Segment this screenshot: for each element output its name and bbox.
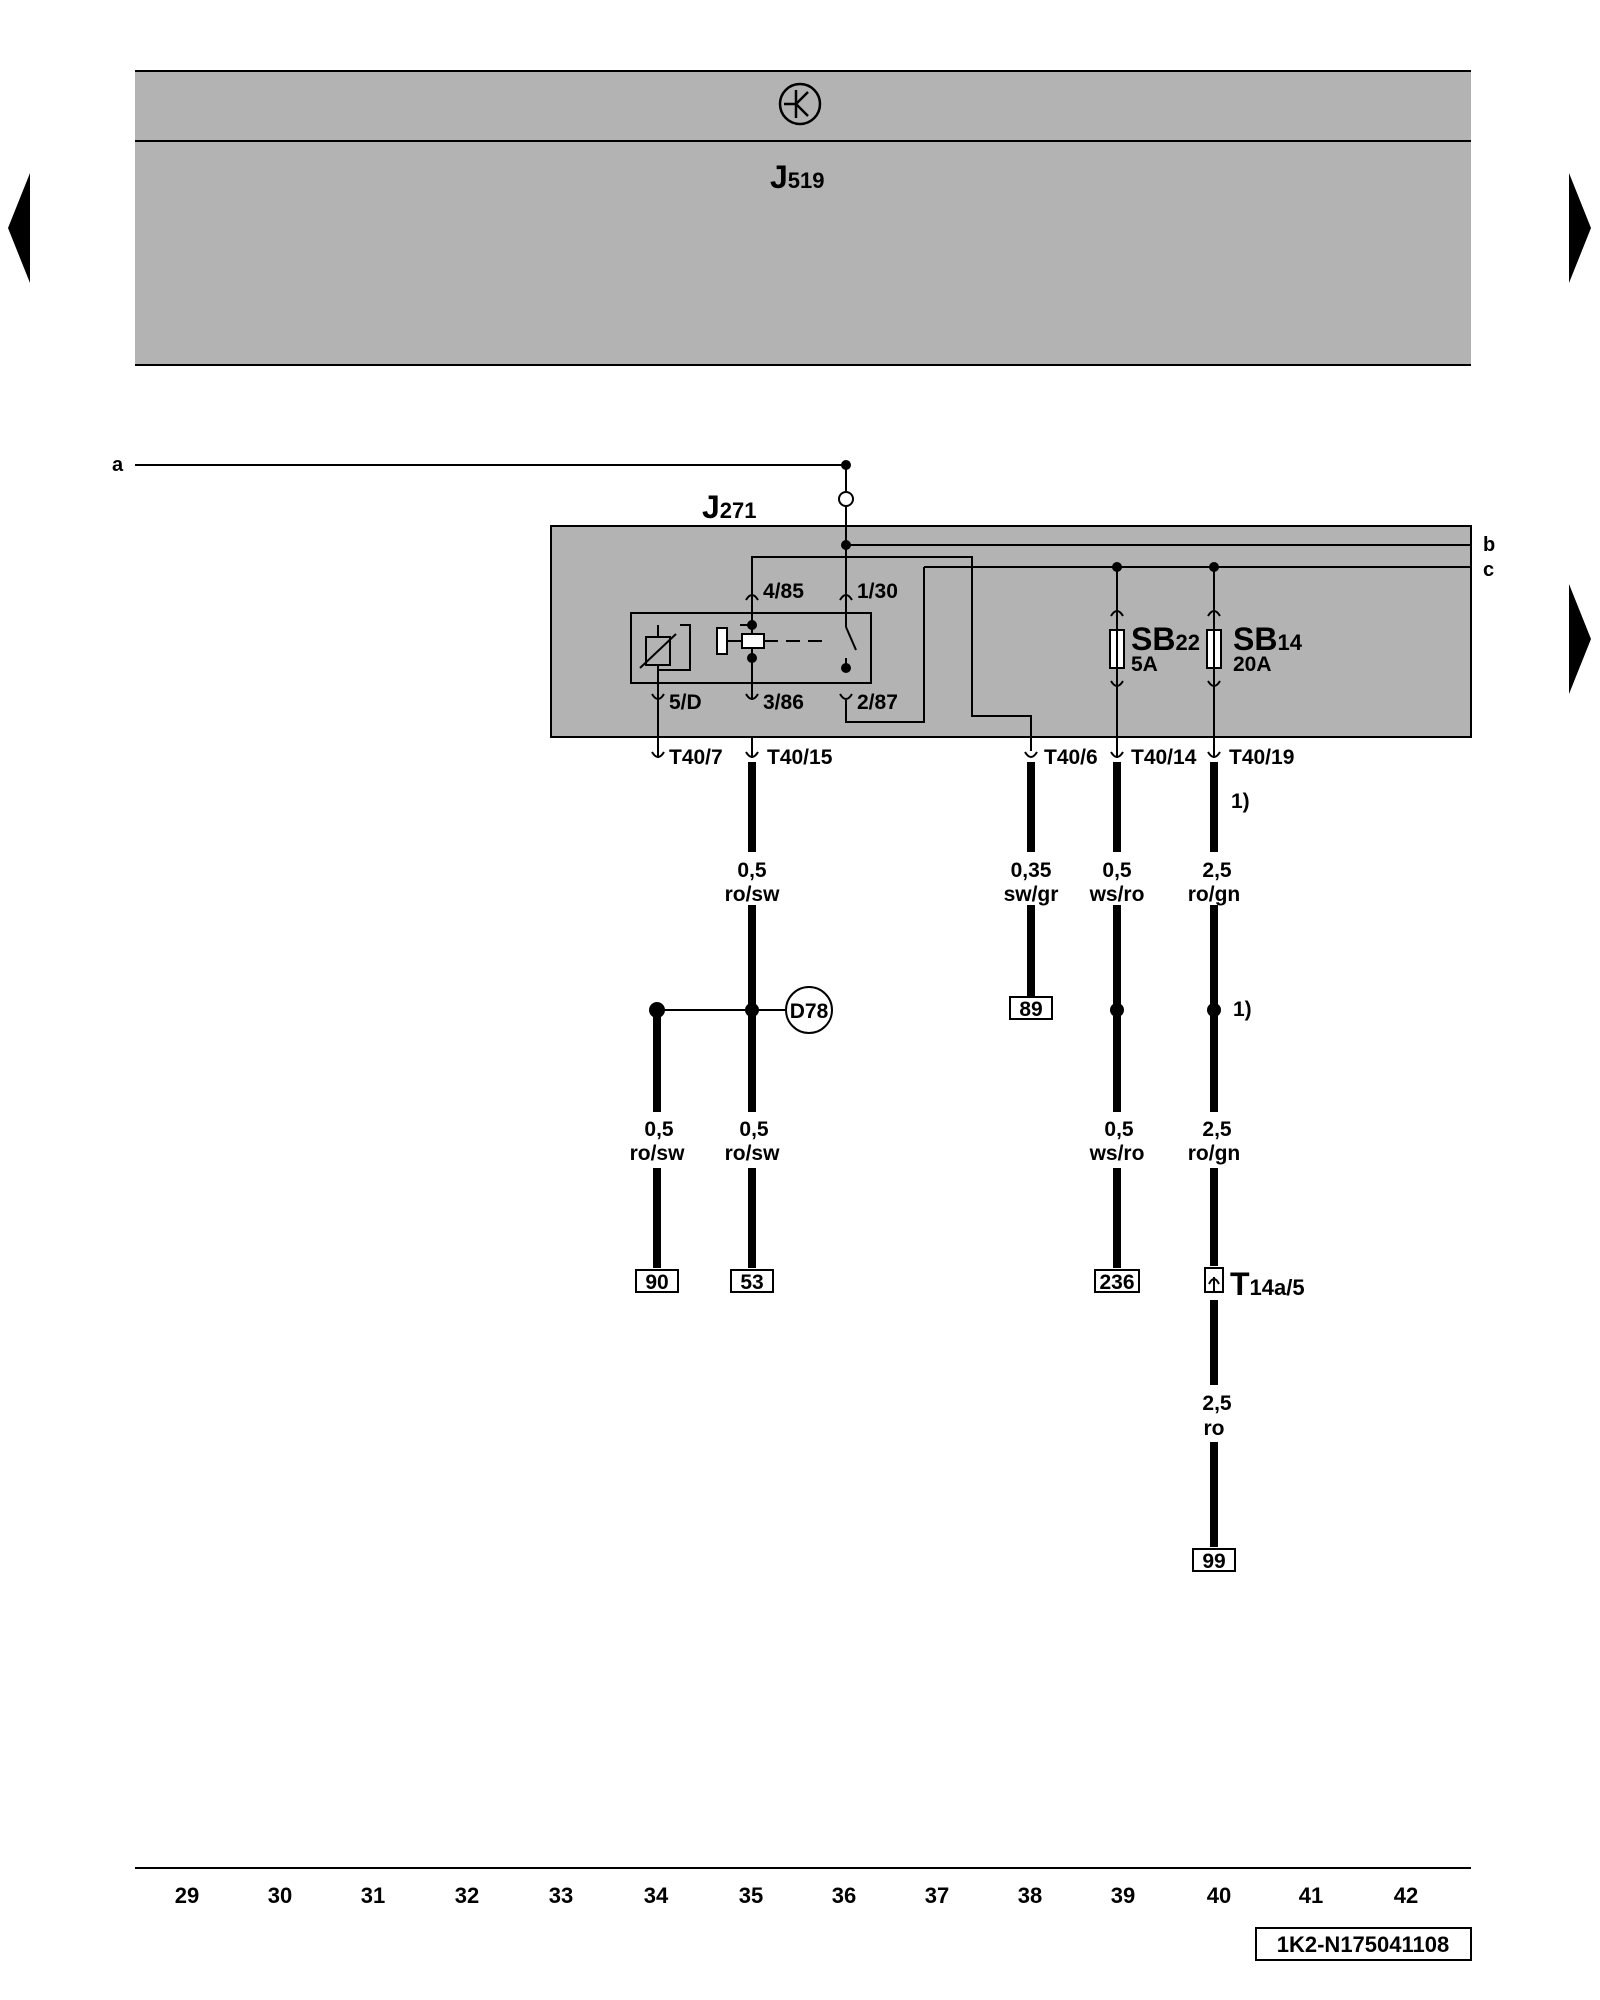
- svg-text:J271: J271: [702, 489, 757, 525]
- wire-size: 0,5: [737, 859, 767, 882]
- scale-numbers: 29 30 31 32 33 34 35 36 37 38 39 40 41 4…: [175, 1883, 1418, 1908]
- line-a-label: a: [112, 454, 124, 476]
- wire-labels: 0,5 ro/sw 0,35 sw/gr 0,5 ws/ro 2,5 ro/gn…: [630, 859, 1241, 1440]
- connector-t40-15: T40/15: [767, 746, 833, 769]
- scale-number: 36: [832, 1883, 856, 1908]
- relay-pin-markers: [651, 594, 853, 700]
- line-b-label: b: [1483, 534, 1495, 556]
- arrow-right-icon[interactable]: [1569, 173, 1591, 283]
- relay-box-subscript: 271: [720, 498, 757, 523]
- connector-t40-14: T40/14: [1131, 746, 1197, 769]
- terminal-30-symbol-icon: [778, 82, 822, 126]
- scale-number: 41: [1299, 1883, 1323, 1908]
- wire-color: ws/ro: [1089, 1142, 1145, 1165]
- svg-text:J519: J519: [770, 159, 825, 195]
- relay-coil-winding-icon: [741, 633, 765, 649]
- scale-number: 34: [644, 1883, 669, 1908]
- scale-number: 35: [739, 1883, 763, 1908]
- bus-lines: a b c: [112, 454, 1495, 581]
- arrow-left-icon[interactable]: [8, 173, 30, 283]
- splice-icon: [785, 986, 833, 1034]
- relay-coil-and-switch: [639, 620, 857, 700]
- wire-color: ws/ro: [1089, 883, 1145, 906]
- scale-number: 38: [1018, 1883, 1042, 1908]
- wire-size: 2,5: [1202, 1392, 1232, 1415]
- connector-t14a-label: T: [1230, 1266, 1250, 1302]
- control-module-j519: J519: [135, 70, 1471, 366]
- svg-text:SB14: SB14: [1233, 621, 1303, 657]
- splice-d78-label: D78: [790, 1000, 829, 1023]
- scale-number: 29: [175, 1883, 199, 1908]
- scale-number: 31: [361, 1883, 385, 1908]
- reference-99: 99: [1202, 1550, 1225, 1573]
- relay-pin-1-30: 1/30: [857, 580, 898, 603]
- wire-color: ro/sw: [725, 883, 781, 906]
- wire-color: ro: [1204, 1417, 1225, 1440]
- svg-text:SB22: SB22: [1131, 621, 1200, 657]
- document-id: 1K2-N175041108: [1255, 1927, 1472, 1961]
- scale-number: 39: [1111, 1883, 1135, 1908]
- document-id-label: 1K2-N175041108: [1277, 1932, 1449, 1957]
- fuse-sb22: [1109, 567, 1125, 737]
- fuse-holder-connector: [838, 491, 854, 507]
- module-j519-subscript: 519: [788, 168, 825, 193]
- wire-size: 0,5: [1102, 859, 1132, 882]
- splice-d78: D78: [785, 986, 833, 1034]
- reference-236: 236: [1099, 1271, 1134, 1294]
- relay-pin-5-d: 5/D: [669, 691, 702, 714]
- footnote-1-top: 1): [1231, 790, 1250, 813]
- connector-t40-6: T40/6: [1044, 746, 1098, 769]
- wire-size: 0,5: [644, 1118, 674, 1141]
- arrow-right-icon[interactable]: [1569, 584, 1591, 694]
- wire-size: 0,5: [1104, 1118, 1134, 1141]
- connector-t40-7: T40/7: [669, 746, 723, 769]
- relay-pin-2-87: 2/87: [857, 691, 898, 714]
- scale-number: 32: [455, 1883, 479, 1908]
- module-j519-background: [135, 71, 1471, 365]
- scale-number: 37: [925, 1883, 949, 1908]
- module-j519-label: J: [770, 159, 788, 195]
- reference-90: 90: [645, 1271, 668, 1294]
- reference-boxes: 90 53 89 236 99: [635, 996, 1236, 1573]
- wire-size: 0,5: [739, 1118, 769, 1141]
- relay-box-background: [550, 525, 1472, 738]
- wire-color: ro/gn: [1188, 883, 1241, 906]
- svg-text:T14a/5: T14a/5: [1230, 1266, 1305, 1302]
- fuse-sb22-label: SB: [1131, 621, 1175, 657]
- wire-color: ro/sw: [630, 1142, 686, 1165]
- line-c-label: c: [1483, 559, 1494, 581]
- scale-number: 33: [549, 1883, 573, 1908]
- relay-box-label: J: [702, 489, 720, 525]
- reference-53: 53: [740, 1271, 763, 1294]
- fuse-sb14-label: SB: [1233, 621, 1277, 657]
- fuse-sb14: [1206, 567, 1222, 737]
- relay-pin-3-86: 3/86: [763, 691, 804, 714]
- fuse-sb14-rating: 20A: [1233, 653, 1272, 676]
- wire-size: 0,35: [1011, 859, 1052, 882]
- fuse-sb14-subscript: 14: [1277, 630, 1302, 655]
- connector-t14a-5: [1204, 1267, 1224, 1293]
- wire-color: sw/gr: [1004, 883, 1059, 906]
- connector-t40-19: T40/19: [1229, 746, 1294, 769]
- footnote-1-mid: 1): [1233, 998, 1252, 1021]
- wire-color: ro/gn: [1188, 1142, 1241, 1165]
- scale-number: 42: [1394, 1883, 1418, 1908]
- connector-leads: [651, 700, 1221, 758]
- fuse-sb22-rating: 5A: [1131, 653, 1158, 676]
- scale-number: 30: [268, 1883, 292, 1908]
- wire-color: ro/sw: [725, 1142, 781, 1165]
- relay-box-j271: J271: [550, 489, 1472, 738]
- wire-size: 2,5: [1202, 859, 1232, 882]
- fuse-sb22-subscript: 22: [1175, 630, 1199, 655]
- wire-size: 2,5: [1202, 1118, 1232, 1141]
- relay-coil-icon: [716, 627, 728, 655]
- connector-t14a-subscript: 14a/5: [1250, 1275, 1305, 1300]
- reference-89: 89: [1019, 998, 1042, 1021]
- relay-switch-contact-icon: [845, 626, 857, 651]
- scale-number: 40: [1207, 1883, 1231, 1908]
- relay-pin-4-85: 4/85: [763, 580, 804, 603]
